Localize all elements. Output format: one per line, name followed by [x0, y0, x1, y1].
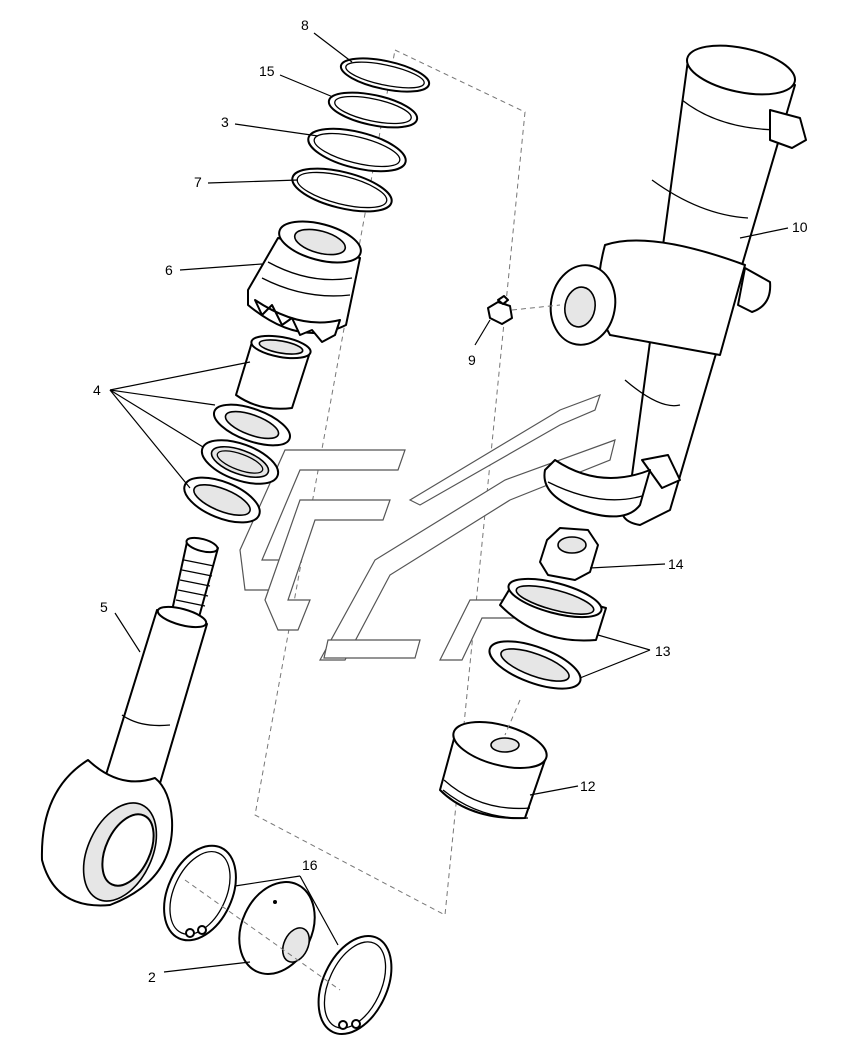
- callout-16: 16: [302, 857, 318, 873]
- callout-2: 2: [148, 969, 156, 985]
- part-6-gland-nut: [247, 220, 362, 343]
- part-3-ring: [307, 127, 407, 173]
- callout-15: 15: [259, 63, 275, 79]
- part-13-seal: [488, 640, 582, 690]
- part-5-piston-rod: [40, 536, 219, 907]
- callout-6: 6: [165, 262, 173, 278]
- part-13-sleeve: [499, 577, 607, 642]
- callout-7: 7: [194, 174, 202, 190]
- part-4-seal-1: [213, 403, 291, 447]
- part-7-ring: [291, 167, 393, 213]
- watermark-logo: [239, 393, 616, 661]
- callout-12: 12: [580, 778, 596, 794]
- callout-14: 14: [668, 556, 684, 572]
- part-8-ring: [339, 57, 431, 93]
- part-2-ball-joint: [238, 881, 316, 975]
- leader-lines: [109, 32, 789, 973]
- part-16-circlip-right: [317, 934, 393, 1036]
- axis-line-piston: [504, 699, 521, 736]
- part-16-circlip-left: [163, 844, 237, 942]
- axis-line-pin: [184, 879, 341, 991]
- callout-labels: 8 15 3 7 6 4 5 10 9 14 13 12 16 2: [93, 17, 808, 985]
- part-9-grease-nipple: [487, 295, 561, 325]
- part-4-seal-3: [183, 476, 261, 524]
- part-14-nut: [539, 527, 599, 581]
- part-12-piston: [439, 721, 548, 820]
- callout-3: 3: [221, 114, 229, 130]
- part-4-seal-2: [200, 439, 280, 485]
- callout-5: 5: [100, 599, 108, 615]
- callout-8: 8: [301, 17, 309, 33]
- callout-4: 4: [93, 382, 101, 398]
- part-15-ring: [327, 91, 419, 129]
- callout-10: 10: [792, 219, 808, 235]
- part-10-cylinder-body: [543, 44, 807, 526]
- part-4-bushing: [235, 334, 312, 410]
- callout-13: 13: [655, 643, 671, 659]
- callout-9: 9: [468, 352, 476, 368]
